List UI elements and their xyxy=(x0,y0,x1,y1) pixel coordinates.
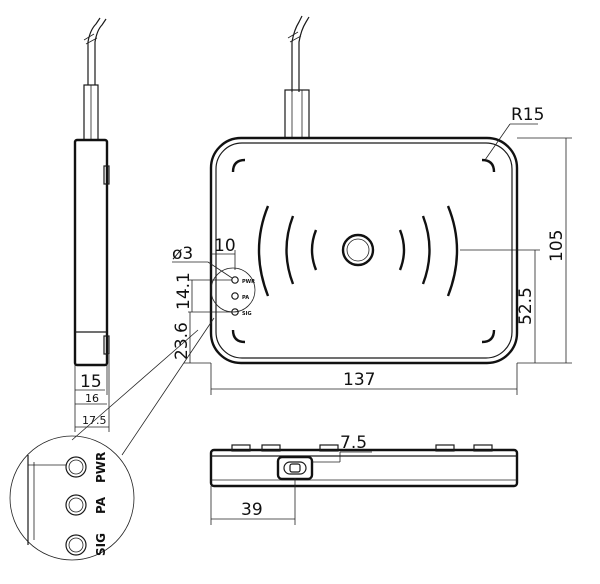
dim-led-diameter: ø3 xyxy=(172,244,193,264)
dim-led-offset: 10 xyxy=(214,236,236,256)
led-sig-small: SIG xyxy=(231,308,252,317)
led-pa-label: PA xyxy=(94,496,108,514)
led-pa-small-label: PA xyxy=(242,295,249,301)
led-pwr: PWR xyxy=(65,452,108,483)
dim-radius: R15 xyxy=(511,105,544,125)
dim-side-15: 15 xyxy=(80,372,102,392)
led-pwr-small: PWR xyxy=(231,276,255,285)
dim-center-height: 52.5 xyxy=(516,287,536,325)
side-view: 15 16 17.5 xyxy=(73,17,110,432)
dim-led-bottom: 23.6 xyxy=(172,322,192,360)
led-pa: PA xyxy=(65,494,108,516)
dim-switch-offset: 39 xyxy=(241,500,263,520)
dim-side-16: 16 xyxy=(85,392,99,405)
led-pwr-label: PWR xyxy=(94,452,108,483)
led-detail-callout: PWR PA SIG xyxy=(9,317,215,561)
led-pa-small: PA xyxy=(231,292,249,301)
bottom-view: 7.5 39 xyxy=(209,433,519,525)
led-sig-label: SIG xyxy=(94,533,108,556)
led-sig: SIG xyxy=(65,533,108,556)
dim-led-pitch: 14.1 xyxy=(174,272,194,310)
led-sig-small-label: SIG xyxy=(242,311,252,317)
led-pwr-small-label: PWR xyxy=(242,279,255,285)
dim-width: 137 xyxy=(343,370,375,390)
front-view: PWR PA SIG R15 105 52.5 137 xyxy=(172,15,572,395)
dim-switch-width: 7.5 xyxy=(340,433,367,453)
dim-height: 105 xyxy=(547,230,567,262)
